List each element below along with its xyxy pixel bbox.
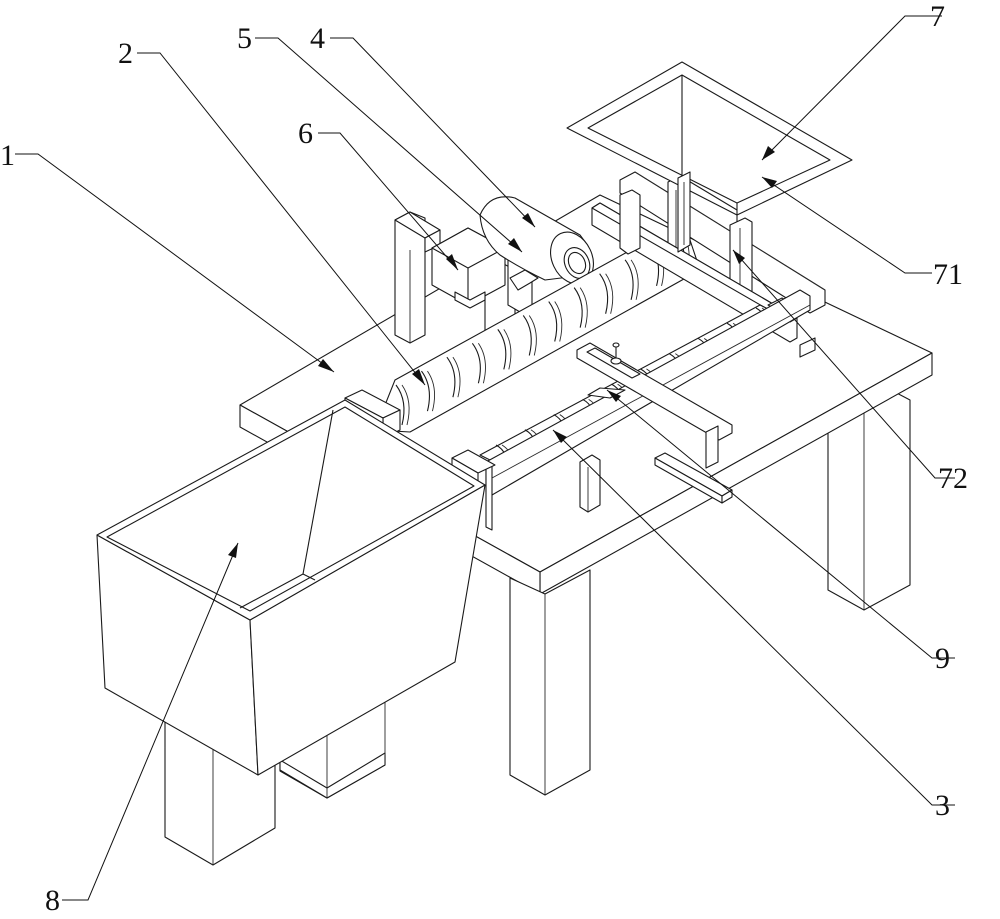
screw-flight [522,315,532,356]
screw-flight [503,329,512,370]
motor [479,196,594,285]
screw-flight [630,259,639,300]
screw-flight [605,273,614,314]
screw-flight [446,356,456,398]
screw-flight [471,342,481,384]
label-5: 5 [237,22,252,55]
screw-flight [599,273,609,314]
label-7: 7 [930,0,945,33]
trough-post [579,454,601,513]
label-4: 4 [310,22,325,55]
part-labels: 1 2 3 4 5 6 7 71 72 8 9 [0,0,968,917]
label-6: 6 [298,117,313,150]
screw-flight [421,370,430,412]
guide-bracket [576,342,733,504]
screw-flight [401,384,410,426]
collection-bin [96,399,486,776]
screw-flight [624,259,634,300]
screw-flight [497,329,507,370]
screw-flight [477,343,486,384]
label-72: 72 [938,462,968,495]
leader-lines [15,15,955,901]
screw-flight [554,301,563,342]
label-3: 3 [935,789,950,822]
feed-hopper [566,61,853,253]
screw-flight [528,315,537,356]
screw-flight [573,287,583,328]
label-2: 2 [118,37,133,70]
label-1: 1 [0,139,15,172]
screw-flight [395,384,405,426]
label-9: 9 [935,642,950,675]
screw-flight [427,370,436,412]
screw-flight [452,356,461,398]
table-leg-front-right [509,569,591,796]
screw-flight [548,301,558,342]
screw-flight [579,287,588,328]
label-71: 71 [933,258,963,291]
label-8: 8 [45,884,60,917]
